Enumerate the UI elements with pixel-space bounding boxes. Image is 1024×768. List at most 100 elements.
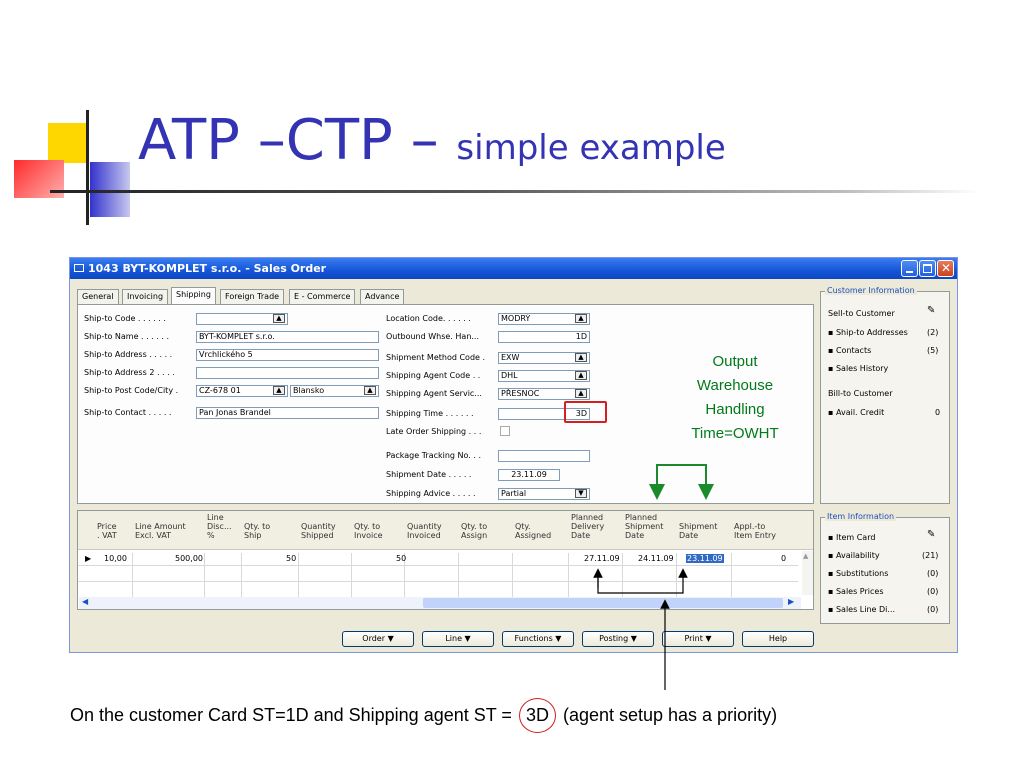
maximize-button[interactable] — [919, 260, 936, 277]
dropdown-arrow-icon: ▼ — [630, 634, 637, 643]
cell-qty-to-invoice[interactable]: 50 — [396, 554, 407, 563]
link-sales-line-discounts[interactable]: ▪ Sales Line Di... — [828, 605, 896, 614]
ship-to-address-input[interactable]: Vrchlického 5 — [196, 349, 379, 361]
tab-invoicing[interactable]: Invoicing — [122, 289, 169, 304]
column-divider — [568, 553, 569, 597]
row-selector-icon[interactable]: ▶ — [85, 554, 92, 563]
close-button[interactable]: ✕ — [937, 260, 954, 277]
tab-e-commerce[interactable]: E - Commerce — [289, 289, 356, 304]
print-button[interactable]: Print ▼ — [662, 631, 734, 647]
availability-text: Availability — [835, 551, 880, 560]
tab-foreign-trade[interactable]: Foreign Trade — [220, 289, 285, 304]
minimize-button[interactable] — [901, 260, 918, 277]
help-button[interactable]: Help — [742, 631, 814, 647]
late-order-shipping-checkbox[interactable] — [500, 426, 510, 436]
link-avail-credit[interactable]: ▪ Avail. Credit — [828, 408, 885, 417]
line-button[interactable]: Line ▼ — [422, 631, 494, 647]
shipment-method-lookup-icon[interactable]: ▲ — [575, 353, 587, 362]
tab-advance[interactable]: Advance — [360, 289, 405, 304]
cell-planned-shipment[interactable]: 24.11.09 — [638, 554, 674, 563]
column-divider — [731, 553, 732, 597]
annotation-line-3: Handling — [705, 401, 765, 418]
shipping-advice-select[interactable]: Partial — [498, 488, 590, 500]
item-information-panel: Item Information ▪ Item Card ✎ ▪ Availab… — [820, 512, 950, 624]
shipping-agent-service-lookup-icon[interactable]: ▲ — [575, 389, 587, 398]
shipping-agent-code-lookup-icon[interactable]: ▲ — [575, 371, 587, 380]
caption-circled-value: 3D — [518, 698, 556, 733]
posting-button[interactable]: Posting ▼ — [582, 631, 654, 647]
column-header-qty-assigned[interactable]: Qty.Assigned — [515, 522, 551, 540]
location-code-lookup-icon[interactable]: ▲ — [575, 314, 587, 323]
shipping-time-label: Shipping Time . . . . . . — [386, 409, 474, 418]
window-titlebar[interactable]: 1043 BYT-KOMPLET s.r.o. - Sales Order ✕ — [70, 258, 957, 279]
scroll-left-icon[interactable]: ◀ — [82, 597, 89, 606]
cell-appl-to-item-entry[interactable]: 0 — [781, 554, 787, 563]
cell-shipment-date[interactable]: 23.11.09 — [686, 554, 724, 563]
shipping-agent-code-input[interactable]: DHL — [498, 370, 590, 382]
ship-to-contact-input[interactable]: Pan Jonas Brandel — [196, 407, 379, 419]
ship-to-code-lookup-icon[interactable]: ▲ — [273, 314, 285, 323]
city-lookup-icon[interactable]: ▲ — [364, 386, 376, 395]
scroll-right-icon[interactable]: ▶ — [788, 597, 795, 606]
link-sales-prices[interactable]: ▪ Sales Prices — [828, 587, 884, 596]
ship-to-code-input[interactable] — [196, 313, 288, 325]
link-sales-history[interactable]: ▪ Sales History — [828, 364, 889, 373]
edit-pencil-icon[interactable]: ✎ — [927, 305, 936, 316]
maximize-icon — [923, 264, 932, 273]
link-ship-to-addresses[interactable]: ▪ Ship-to Addresses — [828, 328, 908, 337]
link-contacts[interactable]: ▪ Contacts — [828, 346, 872, 355]
item-edit-pencil-icon[interactable]: ✎ — [927, 529, 936, 540]
tab-shipping[interactable]: Shipping — [171, 287, 216, 305]
link-availability[interactable]: ▪ Availability — [828, 551, 880, 560]
column-header-text: Line — [207, 513, 224, 522]
functions-button[interactable]: Functions ▼ — [502, 631, 574, 647]
shipment-method-input[interactable]: EXW — [498, 352, 590, 364]
functions-button-label: Functions — [514, 634, 553, 643]
logo-vertical-line — [86, 110, 89, 225]
window-menu-icon[interactable] — [74, 264, 84, 272]
cell-planned-delivery[interactable]: 27.11.09 — [584, 554, 620, 563]
link-substitutions[interactable]: ▪ Substitutions — [828, 569, 889, 578]
column-header-text: Planned — [625, 513, 658, 522]
outbound-whse-input[interactable]: 1D — [498, 331, 590, 343]
tab-general[interactable]: General — [77, 289, 119, 304]
scroll-thumb[interactable] — [423, 598, 783, 608]
sales-line-di-count: (0) — [927, 605, 939, 614]
ship-to-address2-input[interactable] — [196, 367, 379, 379]
order-button[interactable]: Order ▼ — [342, 631, 414, 647]
column-divider — [351, 553, 352, 597]
column-header-price-vat[interactable]: Price. VAT — [97, 522, 117, 540]
link-item-card[interactable]: ▪ Item Card — [828, 533, 876, 542]
cell-line-amount[interactable]: 500,00 — [175, 554, 203, 563]
window-title: 1043 BYT-KOMPLET s.r.o. - Sales Order — [88, 262, 327, 275]
customer-information-panel: Customer Information Sell-to Customer ✎ … — [820, 286, 950, 504]
cell-price[interactable]: 10,00 — [104, 554, 127, 563]
shipping-time-input[interactable]: 3D — [498, 408, 590, 420]
avail-credit-value: 0 — [935, 408, 941, 417]
city-input[interactable]: Blansko — [290, 385, 379, 397]
shipping-agent-service-input[interactable]: PŘESNOC — [498, 388, 590, 400]
location-code-input[interactable]: MODRÝ — [498, 313, 590, 325]
shipping-panel: Ship-to Code . . . . . . ▲ Ship-to Name … — [77, 304, 814, 504]
ship-to-name-input[interactable]: BYT-KOMPLET s.r.o. — [196, 331, 379, 343]
scroll-up-icon[interactable]: ▲ — [803, 552, 809, 560]
cell-qty-to-ship[interactable]: 50 — [286, 554, 297, 563]
shipping-advice-dropdown-icon[interactable]: ▼ — [575, 489, 587, 498]
shipment-date-input[interactable]: 23.11.09 — [498, 469, 560, 481]
post-code-lookup-icon[interactable]: ▲ — [273, 386, 285, 395]
post-code-input[interactable]: CZ-678 01 — [196, 385, 288, 397]
package-tracking-input[interactable] — [498, 450, 590, 462]
grid-vertical-scrollbar[interactable] — [802, 551, 813, 595]
